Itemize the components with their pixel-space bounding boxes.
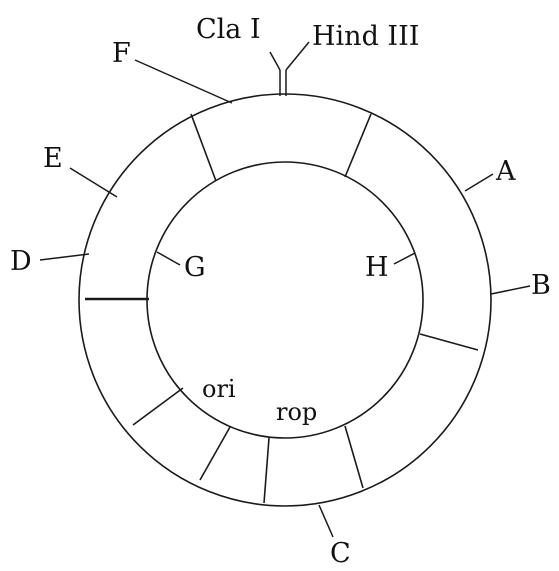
divider-3 bbox=[419, 333, 479, 351]
divider-2 bbox=[344, 113, 372, 178]
divider-7 bbox=[132, 387, 184, 426]
f-leader bbox=[134, 59, 233, 104]
e-leader bbox=[69, 167, 118, 198]
outer-ring bbox=[78, 93, 492, 507]
divider-4 bbox=[344, 425, 364, 489]
divider-5 bbox=[263, 437, 270, 504]
rop-label: rop bbox=[276, 398, 317, 426]
c-leader bbox=[318, 504, 334, 538]
ori-label: ori bbox=[202, 375, 236, 403]
inner-ring bbox=[146, 161, 424, 439]
c-label: C bbox=[330, 538, 351, 569]
divider-6 bbox=[199, 426, 231, 481]
a-leader bbox=[464, 173, 494, 192]
divider-1 bbox=[190, 113, 217, 182]
h-label: H bbox=[365, 252, 389, 283]
hind-iii-label: Hind III bbox=[312, 21, 419, 52]
b-label: B bbox=[531, 270, 551, 301]
d-leader bbox=[39, 253, 90, 261]
a-label: A bbox=[495, 156, 516, 187]
g-label: G bbox=[184, 252, 206, 283]
e-label: E bbox=[43, 143, 63, 174]
hind-leader bbox=[285, 41, 310, 71]
d-label: D bbox=[10, 246, 32, 277]
cla-leader bbox=[269, 51, 281, 71]
cla-i-label: Cla I bbox=[196, 14, 261, 45]
h-leader bbox=[393, 252, 416, 265]
b-leader bbox=[490, 285, 531, 295]
g-leader bbox=[156, 251, 181, 266]
f-label: F bbox=[112, 38, 131, 69]
